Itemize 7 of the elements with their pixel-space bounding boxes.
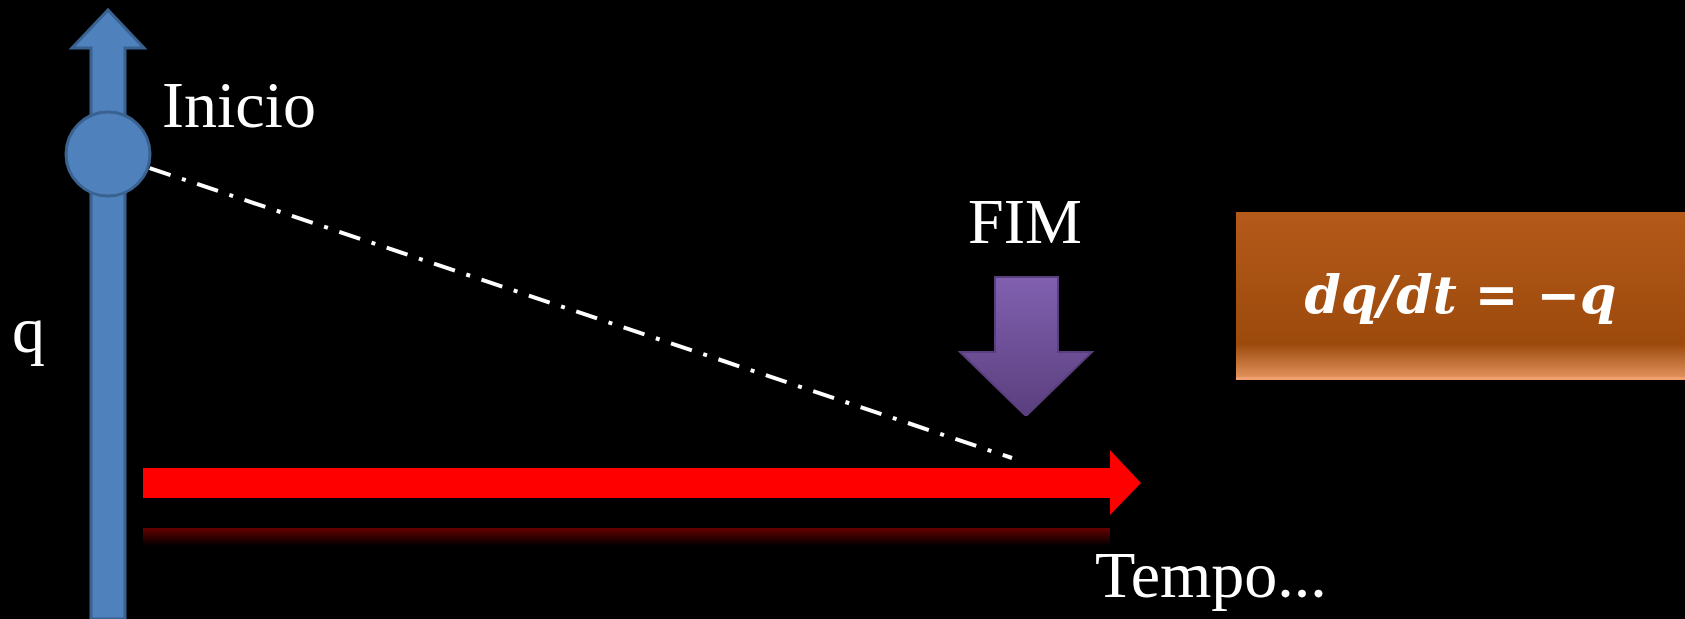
end-label: FIM [967, 190, 1083, 254]
axis-label: q [12, 295, 45, 365]
equation-text: dq/dt = −q [1304, 264, 1617, 325]
dash-dot-line [149, 166, 1013, 460]
equation-box [1236, 212, 1685, 380]
start-label: Inicio [162, 70, 316, 140]
axis-label: Tempo... [1095, 540, 1327, 610]
